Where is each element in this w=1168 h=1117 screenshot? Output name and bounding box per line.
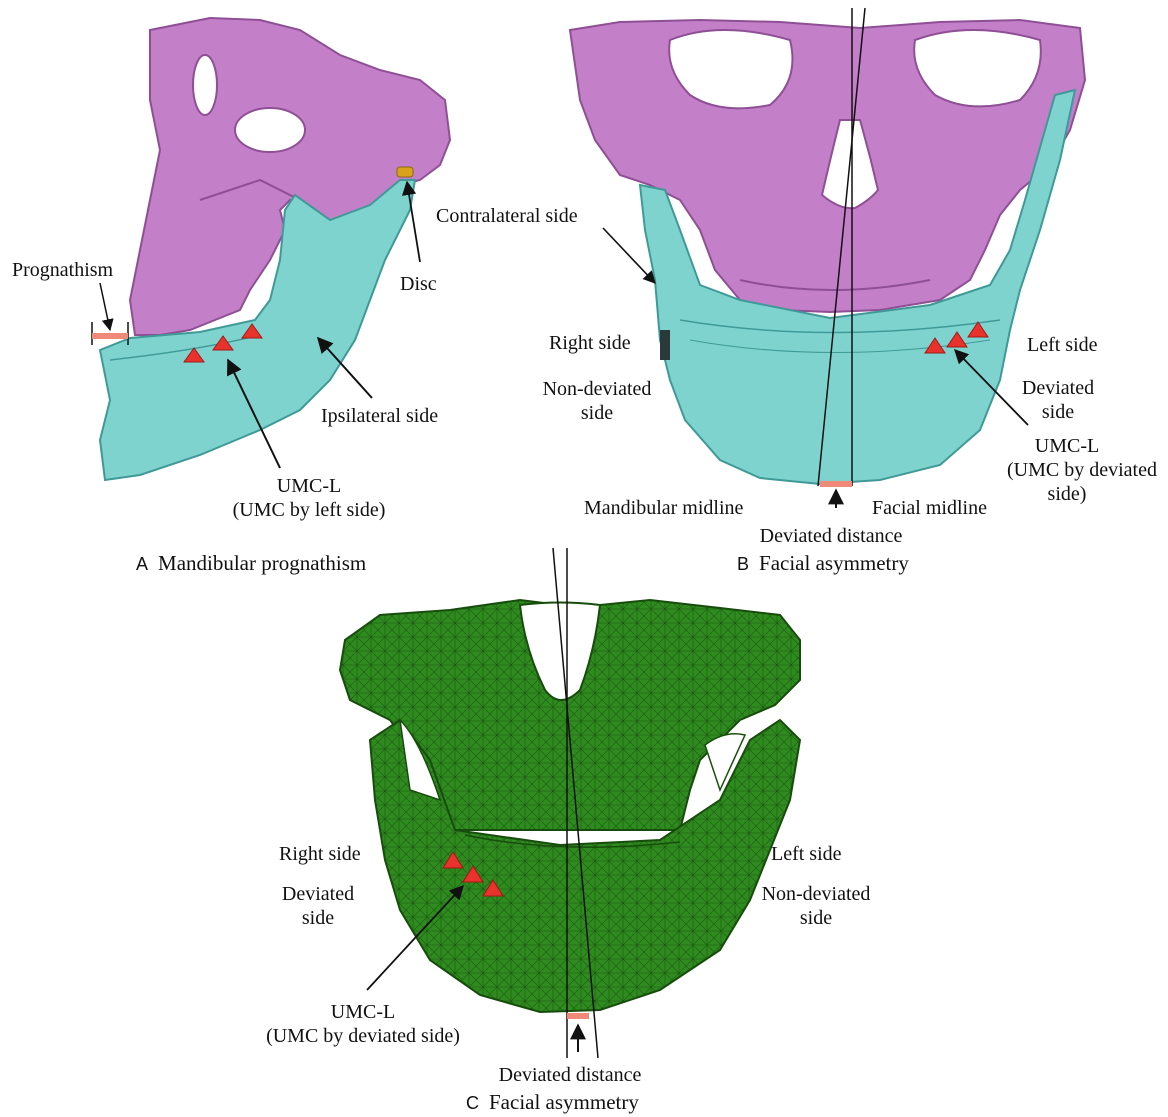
label-right-side-c: Right side — [279, 842, 361, 866]
label-umc-l-b: UMC-L — [1035, 434, 1099, 458]
label-non-deviated-c-2: side — [800, 906, 832, 930]
label-disc: Disc — [400, 272, 437, 296]
caption-a-text: Mandibular prognathism — [158, 551, 366, 575]
label-prognathism: Prognathism — [12, 258, 113, 282]
label-deviated-b-1: Deviated — [1022, 376, 1094, 400]
panel-c-graphic — [340, 548, 800, 1058]
caption-a-letter: A — [136, 554, 148, 574]
prognathism-leader — [100, 283, 110, 330]
label-umc-l-c: UMC-L — [331, 1000, 395, 1024]
label-umc-l-c-detail: (UMC by deviated side) — [266, 1024, 460, 1048]
label-deviated-c-2: side — [302, 906, 334, 930]
label-left-side-c: Left side — [771, 842, 842, 866]
skull-hole — [193, 55, 217, 115]
label-umc-l-a-detail: (UMC by left side) — [233, 498, 386, 522]
label-right-side-b: Right side — [549, 331, 631, 355]
label-deviated-b-2: side — [1042, 400, 1074, 424]
caption-c-text: Facial asymmetry — [489, 1090, 639, 1114]
panel-b-graphic — [570, 8, 1085, 508]
label-non-deviated-b-1: Non-deviated — [543, 377, 652, 401]
label-non-deviated-b-2: side — [581, 401, 613, 425]
disc-marker — [397, 167, 413, 177]
caption-b-text: Facial asymmetry — [759, 551, 909, 575]
label-non-deviated-c-1: Non-deviated — [762, 882, 871, 906]
caption-b-letter: B — [737, 554, 749, 574]
caption-b: B Facial asymmetry — [737, 551, 909, 576]
label-ipsilateral-side: Ipsilateral side — [321, 404, 438, 428]
label-umc-l-b-detail-2: side) — [1048, 482, 1087, 506]
caption-c: C Facial asymmetry — [466, 1090, 639, 1115]
label-left-side-b: Left side — [1027, 333, 1098, 357]
label-umc-l-b-detail-1: (UMC by deviated — [1007, 458, 1157, 482]
label-contralateral-side: Contralateral side — [436, 204, 578, 228]
orbit-hole — [235, 108, 305, 152]
label-umc-l-a: UMC-L — [277, 474, 341, 498]
caption-a: A Mandibular prognathism — [136, 551, 366, 576]
caption-c-letter: C — [466, 1093, 479, 1113]
label-deviated-distance-b: Deviated distance — [760, 524, 903, 548]
label-deviated-distance-c: Deviated distance — [499, 1063, 642, 1087]
label-mandibular-midline: Mandibular midline — [584, 496, 743, 520]
label-facial-midline: Facial midline — [872, 496, 987, 520]
label-deviated-c-1: Deviated — [282, 882, 354, 906]
